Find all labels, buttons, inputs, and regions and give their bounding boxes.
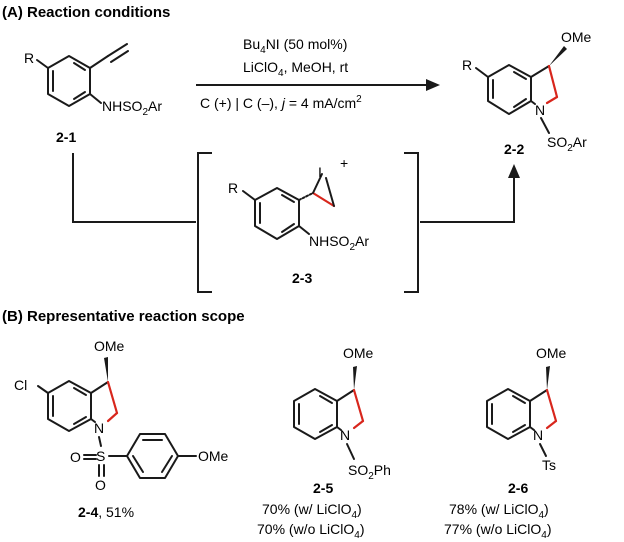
yield-without-liclo4: 77% (w/o LiClO4) [444, 521, 552, 541]
nhso2ar-label: NHSO2Ar [309, 233, 369, 253]
n-atom-label: N [94, 420, 104, 436]
benzene-ring [47, 55, 91, 107]
compound-label-2-6: 2-6 [508, 480, 528, 496]
positive-charge: + [340, 155, 348, 171]
ome-label: OMe [561, 29, 592, 45]
indoline-benzene-ring [487, 64, 532, 115]
compound-label-2-1: 2-1 [56, 129, 76, 145]
indoline-benzene-ring [486, 388, 531, 440]
r-group-label: R [462, 57, 472, 73]
compound-2-2: R OMe N SO2Ar 2-2 [462, 29, 592, 157]
reaction-arrow [196, 79, 440, 91]
conditions-line-2: LiClO4, MeOH, rt [243, 59, 348, 79]
r-group-label: R [24, 50, 34, 66]
intermediate-brackets [197, 152, 419, 293]
yield-with-liclo4: 70% (w/ LiClO4) [262, 501, 362, 521]
ome-label: OMe [94, 338, 125, 354]
oxygen-label: O [70, 449, 81, 465]
mechanism-path [72, 153, 520, 223]
benzene-ring [254, 187, 300, 240]
iodonium-ring [298, 173, 336, 208]
compound-2-6: OMe N Ts 2-6 78% (w/ LiClO4) 77% (w/o Li… [444, 345, 567, 541]
yield-without-liclo4: 70% (w/o LiClO4) [257, 521, 365, 541]
compound-label-2-5: 2-5 [313, 480, 333, 496]
section-b-title: (B) Representative reaction scope [2, 308, 245, 325]
section-a-title: (A) Reaction conditions [2, 4, 170, 21]
indoline-benzene-ring [293, 388, 338, 440]
yield-with-liclo4: 78% (w/ LiClO4) [449, 501, 549, 521]
sulfur-label: S [96, 448, 105, 464]
vinyl-group [89, 43, 129, 69]
n-atom-label: N [340, 427, 350, 443]
n-atom-label: N [533, 427, 543, 443]
compound-2-3: R I + NHSO2Ar 2-3 [228, 155, 369, 286]
indoline-benzene-ring [47, 380, 92, 432]
r-group-label: R [228, 180, 238, 196]
ome-label: OMe [536, 345, 567, 361]
compound-label-2-2: 2-2 [504, 141, 524, 157]
ome-label: OMe [343, 345, 374, 361]
conditions-line-1: Bu4NI (50 mol%) [243, 36, 347, 56]
so2ph-label: SO2Ph [348, 462, 391, 482]
n-atom-label: N [535, 102, 545, 118]
iodine-label: I [318, 164, 322, 180]
nhso2ar-label: NHSO2Ar [102, 98, 162, 118]
compound-2-5: OMe N SO2Ph 2-5 70% (w/ LiClO4) 70% (w/o… [257, 345, 391, 541]
so2ar-label: SO2Ar [547, 134, 587, 154]
compound-2-4: Cl OMe N S O O OMe 2-4, 51% [14, 338, 229, 520]
conditions-line-3: C (+) | C (–), j = 4 mA/cm2 [200, 94, 362, 111]
compound-label-2-3: 2-3 [292, 270, 312, 286]
compound-label-2-4: 2-4, 51% [78, 504, 134, 520]
chloro-label: Cl [14, 377, 27, 393]
methoxyphenyl-ring [126, 433, 179, 479]
oxygen-label: O [95, 477, 106, 493]
tosyl-label: Ts [542, 457, 556, 473]
aryl-ome-label: OMe [198, 448, 229, 464]
compound-2-1: R NHSO2Ar 2-1 [24, 43, 162, 145]
